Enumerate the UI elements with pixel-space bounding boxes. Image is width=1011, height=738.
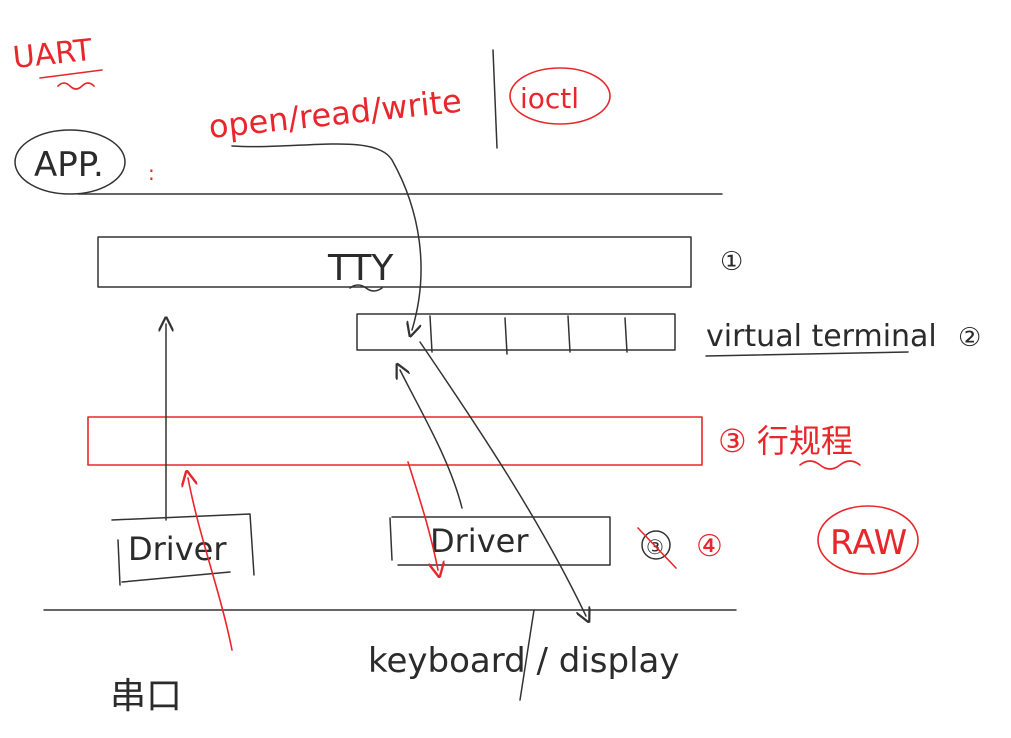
ioctl-divider [492, 49, 498, 149]
app-circle [14, 129, 126, 195]
line-discipline-squiggle [799, 460, 861, 470]
svg-text::: : [148, 161, 155, 185]
line-discipline-box [87, 416, 703, 466]
layer4-mark: ④ [696, 529, 723, 564]
virtual-terminal-underline [705, 351, 909, 357]
keyboard-red-arrow [407, 461, 438, 570]
app-label: APP. [34, 145, 104, 185]
raw-circle [817, 505, 919, 575]
syscalls-label: open/read/write [207, 82, 464, 146]
display-down-arrow [419, 341, 586, 616]
uart-squiggle [57, 82, 95, 90]
uart-underline [39, 69, 103, 79]
syscall-flow-arrow [231, 143, 422, 330]
raw-label: RAW [830, 523, 907, 563]
virtual-terminal-label: virtual terminal [706, 319, 937, 354]
strike-line [637, 527, 677, 569]
ioctl-label: ioctl [520, 82, 579, 115]
layer1-mark: ① [720, 247, 743, 277]
driver-right-label: Driver [430, 522, 529, 560]
tty-squiggle [349, 284, 383, 292]
serial-input-red-arrow [188, 478, 233, 651]
tty-box [97, 236, 692, 288]
layer2-mark: ② [958, 323, 981, 353]
driver-up-arrow [400, 370, 463, 509]
driver-left-label: Driver [128, 530, 227, 568]
uart-title: UART [11, 33, 94, 76]
line-discipline-label: ③ 行规程 [718, 422, 853, 460]
virtual-terminal-box [356, 313, 676, 351]
tty-label: TTY [327, 248, 394, 289]
ioctl-circle [509, 67, 611, 125]
serial-port-label: 串口 [110, 676, 182, 717]
